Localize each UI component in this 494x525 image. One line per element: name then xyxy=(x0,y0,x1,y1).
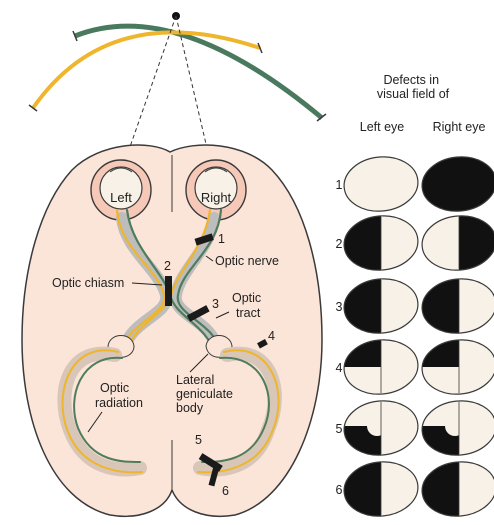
defect-rows: 1 2 3 4 5 6 xyxy=(336,153,494,519)
left-eye-label: Left xyxy=(110,190,132,205)
optic-nerve-label: Optic nerve xyxy=(215,254,279,268)
defect-row-number: 1 xyxy=(336,178,343,192)
defect-region xyxy=(420,277,459,335)
lesion-number-6: 6 xyxy=(222,484,229,498)
defect-region xyxy=(459,214,494,272)
left-eye-visual-field xyxy=(341,397,420,458)
defects-panel: Defects in visual field of Left eye Righ… xyxy=(336,73,494,520)
defect-row-number: 4 xyxy=(336,361,343,375)
optic-chiasm-label: Optic chiasm xyxy=(52,276,124,290)
defect-region xyxy=(342,338,381,367)
defect-row: 1 xyxy=(336,153,494,214)
defect-row: 5 xyxy=(336,397,494,458)
optic-tract-label-line: tract xyxy=(236,306,261,320)
right-eye: Right xyxy=(186,160,246,220)
defect-row: 6 xyxy=(336,458,494,519)
defect-row: 4 xyxy=(336,336,494,397)
defects-title: Defects in visual field of xyxy=(377,73,450,101)
optic-radiation-label-line: radiation xyxy=(95,396,143,410)
right-eye-visual-field xyxy=(419,212,494,273)
defect-region xyxy=(420,155,494,213)
defect-region xyxy=(420,338,459,367)
lateral-geniculate-label-line: Lateral xyxy=(176,373,214,387)
left-eye-visual-field xyxy=(341,153,420,214)
visual-field-oval xyxy=(341,153,420,214)
left-eye-visual-field xyxy=(341,458,420,519)
lateral-geniculate-label-line: body xyxy=(176,401,204,415)
optic-radiation-label-line: Optic xyxy=(100,381,129,395)
lesion-marker-2 xyxy=(165,276,172,306)
defects-title-line: visual field of xyxy=(377,87,450,101)
lesion-number-3: 3 xyxy=(212,297,219,311)
right-eye-visual-field xyxy=(419,397,494,458)
defect-region xyxy=(342,460,381,518)
brain xyxy=(22,145,322,516)
lesion-number-1: 1 xyxy=(218,232,225,246)
defect-row: 3 xyxy=(336,275,494,336)
lateral-geniculate-label-line: geniculate xyxy=(176,387,233,401)
defect-region xyxy=(342,214,381,272)
lesion-number-4: 4 xyxy=(268,329,275,343)
defect-row: 2 xyxy=(336,212,494,273)
left-eye-visual-field xyxy=(341,336,420,397)
defect-row-number: 5 xyxy=(336,422,343,436)
optic-tract-label: Optic tract xyxy=(232,291,265,320)
right-eye-visual-field xyxy=(419,336,494,397)
lesion-number-2: 2 xyxy=(164,259,171,273)
visual-field-arc-right-eye xyxy=(75,26,322,118)
right-eye-label: Right xyxy=(201,190,232,205)
left-eye-column-header: Left eye xyxy=(360,120,405,134)
defect-row-number: 6 xyxy=(336,483,343,497)
visual-field-arc-left-eye xyxy=(33,32,260,108)
defect-row-number: 3 xyxy=(336,300,343,314)
defect-region xyxy=(420,460,459,518)
defect-region xyxy=(342,277,381,335)
right-eye-visual-field xyxy=(419,153,494,214)
defect-row-number: 2 xyxy=(336,237,343,251)
optic-tract-label-line: Optic xyxy=(232,291,261,305)
left-eye-visual-field xyxy=(341,212,420,273)
defects-title-line: Defects in xyxy=(383,73,439,87)
lesion-number-5: 5 xyxy=(195,433,202,447)
left-eye-visual-field xyxy=(341,275,420,336)
right-eye-visual-field xyxy=(419,458,494,519)
left-eye: Left xyxy=(91,160,151,220)
right-eye-column-header: Right eye xyxy=(433,120,486,134)
right-eye-visual-field xyxy=(419,275,494,336)
